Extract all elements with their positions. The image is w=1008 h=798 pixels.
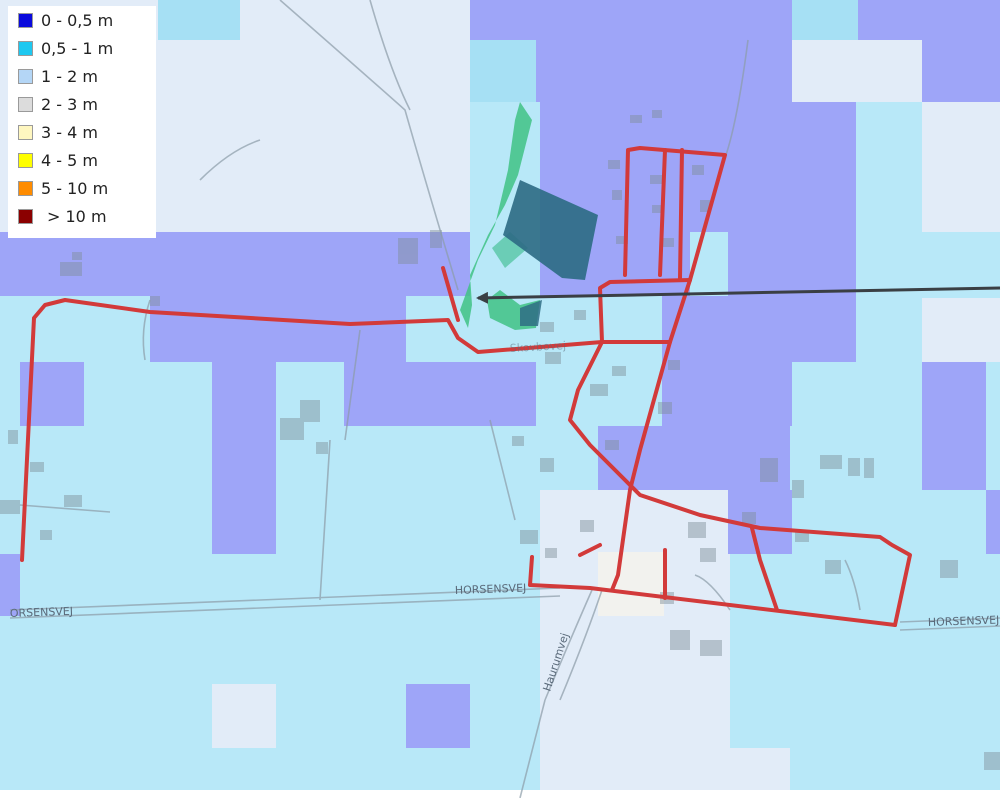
pond-areas bbox=[460, 102, 598, 330]
legend-swatch bbox=[18, 152, 33, 168]
raster-white-cell bbox=[598, 552, 664, 616]
legend-item: 4 - 5 m bbox=[18, 150, 98, 170]
pond-dark bbox=[503, 180, 598, 280]
legend-item: > 10 m bbox=[18, 206, 107, 226]
raster-purple-cells bbox=[0, 0, 1008, 748]
white-border-bottom bbox=[0, 790, 1008, 798]
legend-swatch bbox=[18, 12, 33, 28]
legend-label: 0,5 - 1 m bbox=[41, 38, 114, 58]
legend-item: 5 - 10 m bbox=[18, 178, 108, 198]
pond-green bbox=[460, 102, 532, 328]
legend-item: 0 - 0,5 m bbox=[18, 10, 113, 30]
legend-swatch bbox=[18, 124, 33, 140]
road-label-horsensvej-west: ORSENSVEJ bbox=[10, 605, 74, 620]
road-label-horsensvej-center: HORSENSVEJ bbox=[455, 582, 527, 597]
legend-item: 2 - 3 m bbox=[18, 94, 98, 114]
legend-swatch bbox=[18, 68, 33, 84]
legend-label: 1 - 2 m bbox=[41, 66, 98, 86]
building-footprints bbox=[0, 110, 1000, 770]
legend-swatch bbox=[18, 208, 33, 224]
legend: 0 - 0,5 m 0,5 - 1 m 1 - 2 m 2 - 3 m 3 - … bbox=[8, 6, 156, 238]
road-label-skovbovej: Skovbovej bbox=[509, 339, 566, 355]
legend-label: 2 - 3 m bbox=[41, 94, 98, 114]
white-border-right bbox=[1000, 0, 1008, 798]
legend-label: 4 - 5 m bbox=[41, 150, 98, 170]
legend-item: 1 - 2 m bbox=[18, 66, 98, 86]
legend-label: 0 - 0,5 m bbox=[41, 10, 114, 30]
legend-label: 5 - 10 m bbox=[41, 178, 109, 198]
legend-swatch bbox=[18, 96, 33, 112]
legend-item: 0,5 - 1 m bbox=[18, 38, 113, 58]
legend-label: 3 - 4 m bbox=[41, 122, 98, 142]
pipe-network bbox=[20, 146, 912, 627]
raster-cyan-cells bbox=[158, 0, 858, 102]
road-label-horsensvej-east: HORSENSVEJ bbox=[928, 614, 1000, 629]
legend-item: 3 - 4 m bbox=[18, 122, 98, 142]
legend-label: > 10 m bbox=[47, 206, 107, 226]
annotation-arrow bbox=[476, 286, 1001, 304]
legend-swatch bbox=[18, 180, 33, 196]
pond-dark-south bbox=[520, 300, 542, 326]
legend-swatch bbox=[18, 40, 33, 56]
base-roads bbox=[9, 0, 1001, 798]
